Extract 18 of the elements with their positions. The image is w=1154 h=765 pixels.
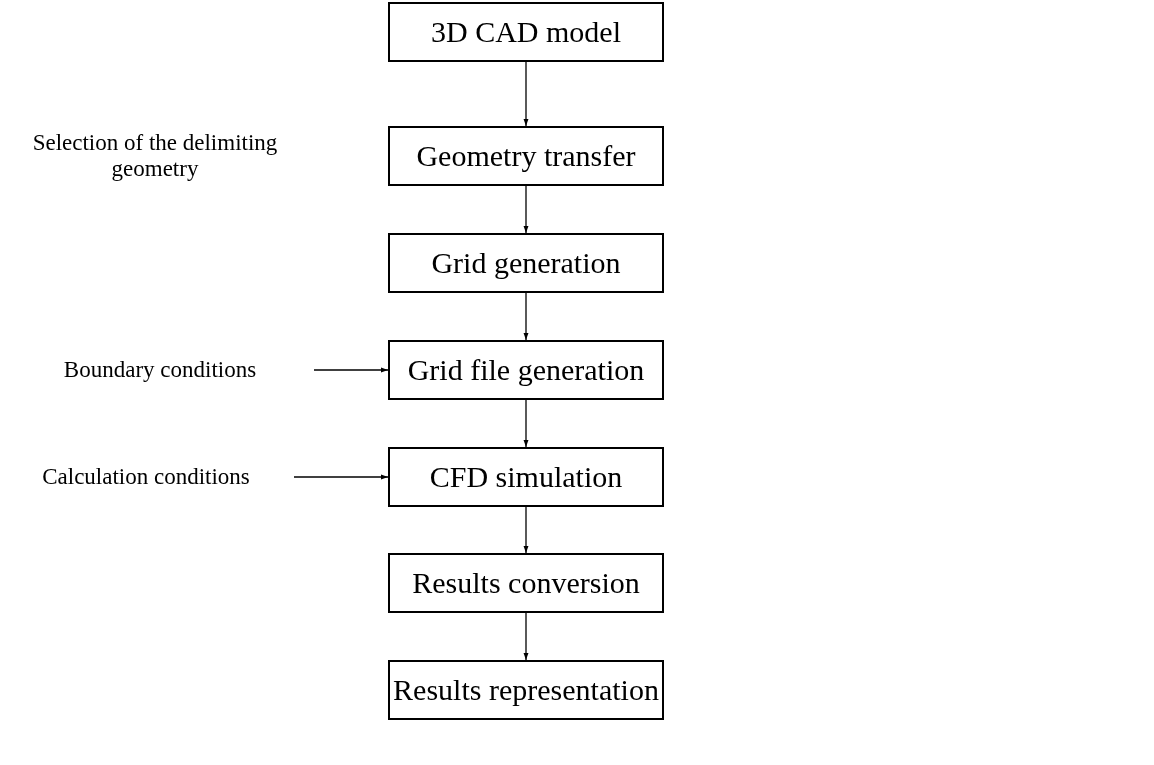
input-label: Boundary conditions bbox=[10, 352, 310, 388]
arrow bbox=[523, 506, 529, 554]
arrow bbox=[523, 61, 529, 127]
arrow bbox=[293, 474, 389, 480]
process-box: Grid file generation bbox=[388, 340, 664, 400]
arrow bbox=[523, 292, 529, 341]
arrow bbox=[523, 612, 529, 661]
process-box: CFD simulation bbox=[388, 447, 664, 507]
arrow bbox=[523, 399, 529, 448]
annotation-text: Selection of the delimiting geometry bbox=[31, 130, 279, 183]
arrow bbox=[313, 367, 389, 373]
process-box: 3D CAD model bbox=[388, 2, 664, 62]
process-box: Geometry transfer bbox=[388, 126, 664, 186]
process-box: Results representation bbox=[388, 660, 664, 720]
process-box: Results conversion bbox=[388, 553, 664, 613]
input-label: Calculation conditions bbox=[2, 459, 290, 495]
arrow bbox=[523, 185, 529, 234]
process-box: Grid generation bbox=[388, 233, 664, 293]
